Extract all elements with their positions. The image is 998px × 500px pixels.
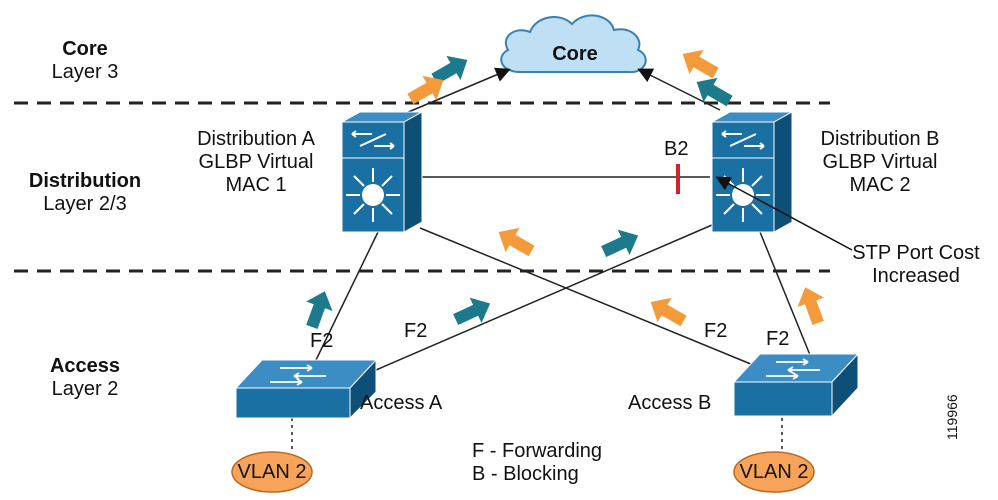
- port-label-f2: F2: [766, 328, 790, 350]
- distribution-b-mac: MAC 2: [849, 174, 911, 196]
- blocking-port-label: B2: [664, 138, 689, 160]
- link-dist-b-core: [637, 68, 721, 111]
- distribution-a-mac: MAC 1: [225, 174, 287, 196]
- distribution-b-label: Distribution B GLBP Virtual MAC 2: [792, 128, 968, 197]
- access-a-label: Access A: [360, 392, 443, 414]
- distribution-layer-title: Distribution: [28, 170, 142, 192]
- access-a-switch-icon: [234, 358, 378, 420]
- legend: F - Forwarding B - Blocking: [472, 440, 602, 486]
- access-layer-title: Access: [49, 355, 121, 377]
- vlan-a-label: VLAN 2: [237, 461, 307, 483]
- stp-note: STP Port Cost Increased: [836, 242, 996, 288]
- figure-id: 119966: [944, 394, 960, 440]
- legend-blocking: B - Blocking: [472, 463, 579, 485]
- arrow-teal: [601, 229, 639, 258]
- distribution-b-name: Distribution B: [820, 128, 940, 150]
- distribution-layer-subtitle: Layer 2/3: [43, 193, 127, 215]
- stp-note-line2: Increased: [872, 265, 960, 287]
- link-dist-a-access-a: [315, 231, 379, 361]
- port-label-f2: F2: [704, 320, 728, 342]
- arrow-orange: [650, 297, 687, 327]
- links: [291, 67, 811, 452]
- access-b-switch-icon: [732, 352, 860, 418]
- arrow-teal: [306, 291, 333, 329]
- distribution-a-switch-icon: [340, 111, 424, 233]
- port-label-f2: F2: [404, 320, 428, 342]
- link-dist-a-access-b: [419, 227, 759, 368]
- access-b-label: Access B: [628, 392, 712, 414]
- port-label-f2: F2: [310, 330, 334, 352]
- link-dist-b-access-a: [375, 224, 713, 371]
- arrow-orange: [407, 75, 444, 105]
- arrow-teal: [431, 55, 468, 85]
- legend-forwarding: F - Forwarding: [472, 440, 603, 462]
- vlan-a-ellipse: [231, 451, 313, 493]
- vlan-b-label: VLAN 2: [739, 461, 809, 483]
- access-layer-label: Access Layer 2: [0, 355, 170, 401]
- arrow-orange: [682, 49, 719, 79]
- access-layer-subtitle: Layer 2: [51, 378, 119, 400]
- arrow-orange: [498, 227, 535, 257]
- distribution-layer-label: Distribution Layer 2/3: [0, 170, 170, 216]
- core-layer-label: Core Layer 3: [0, 38, 170, 84]
- link-dist-b-access-b: [759, 231, 811, 356]
- link-dist-a-core: [405, 67, 511, 114]
- arrow-teal: [696, 77, 733, 107]
- stp-note-line1: STP Port Cost: [852, 242, 980, 264]
- arrow-teal: [453, 297, 491, 326]
- stp-pointer-line: [715, 176, 853, 251]
- distribution-a-name: Distribution A: [197, 128, 315, 150]
- core-layer-title: Core: [62, 38, 108, 60]
- core-layer-subtitle: Layer 3: [51, 61, 119, 83]
- distribution-a-label: Distribution A GLBP Virtual MAC 1: [168, 128, 344, 197]
- core-cloud: [500, 14, 647, 74]
- core-cloud-label: Core: [552, 43, 598, 65]
- vlan-b-ellipse: [733, 451, 815, 493]
- traffic-arrows: [306, 49, 824, 329]
- arrow-orange: [797, 287, 824, 325]
- distribution-a-glbp: GLBP Virtual: [198, 151, 314, 173]
- distribution-b-switch-icon: [710, 111, 794, 233]
- distribution-b-glbp: GLBP Virtual: [822, 151, 938, 173]
